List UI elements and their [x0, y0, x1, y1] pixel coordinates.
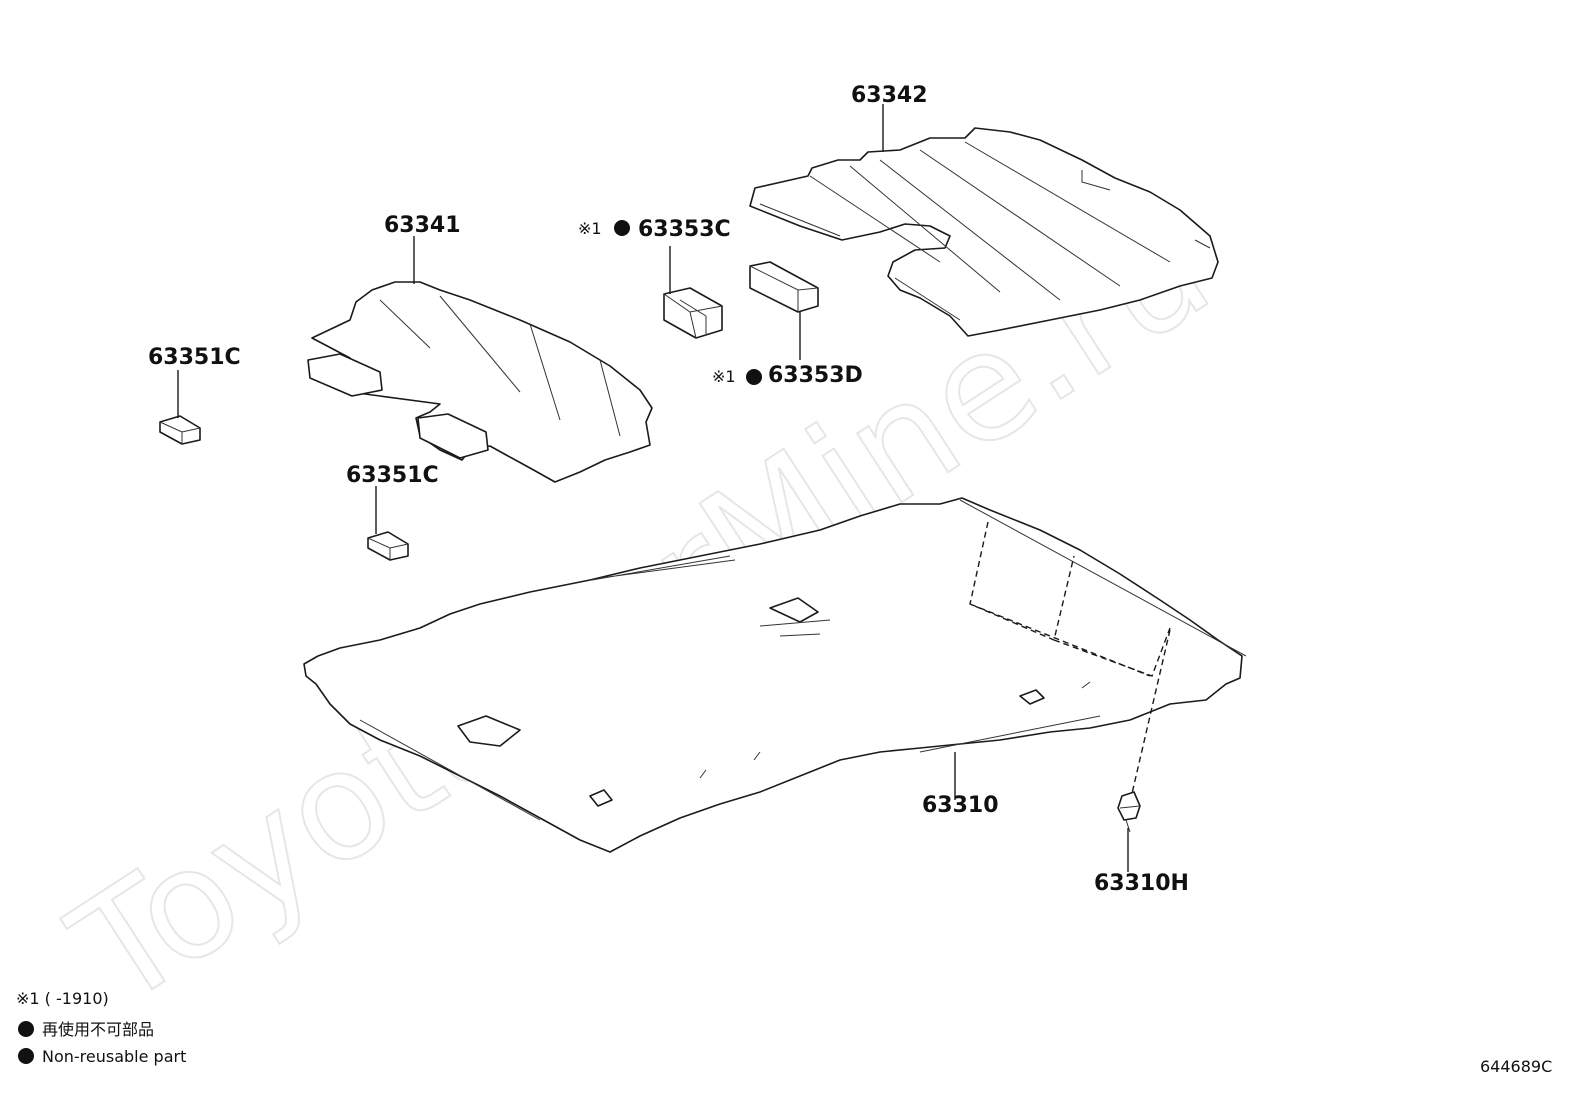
part-63351C-pad-a[interactable] — [159, 415, 201, 445]
label-63351C-a: 63351C — [148, 345, 241, 370]
part-63353C-pad[interactable] — [663, 287, 723, 339]
part-63351C-pad-b[interactable] — [367, 531, 409, 561]
ref-mark-63353C: ※1 — [578, 219, 602, 238]
legend-dot-jp — [18, 1021, 34, 1037]
legend-dot-en — [18, 1048, 34, 1064]
legend-jp: 再使用不可部品 — [42, 1020, 154, 1039]
part-63310-headlining[interactable] — [303, 497, 1247, 853]
part-63310H-clip[interactable] — [1117, 791, 1141, 833]
label-63341: 63341 — [384, 213, 461, 238]
label-63310H: 63310H — [1094, 871, 1189, 896]
non-reusable-dot-63353D — [746, 369, 762, 385]
part-63341-silencer[interactable] — [307, 281, 653, 483]
legend-en: Non-reusable part — [42, 1047, 186, 1066]
label-63342: 63342 — [851, 83, 928, 108]
non-reusable-dot-63353C — [614, 220, 630, 236]
diagram-code: 644689C — [1480, 1057, 1552, 1076]
part-63342-silencer[interactable] — [749, 127, 1219, 337]
label-63310: 63310 — [922, 793, 999, 818]
part-63353D-pad[interactable] — [749, 261, 819, 313]
ref-mark-63353D: ※1 — [712, 367, 736, 386]
label-63351C-b: 63351C — [346, 463, 439, 488]
label-63353C: 63353C — [638, 217, 731, 242]
legend-note-line: ※1 ( -1910) — [16, 989, 109, 1008]
label-63353D: 63353D — [768, 363, 863, 388]
